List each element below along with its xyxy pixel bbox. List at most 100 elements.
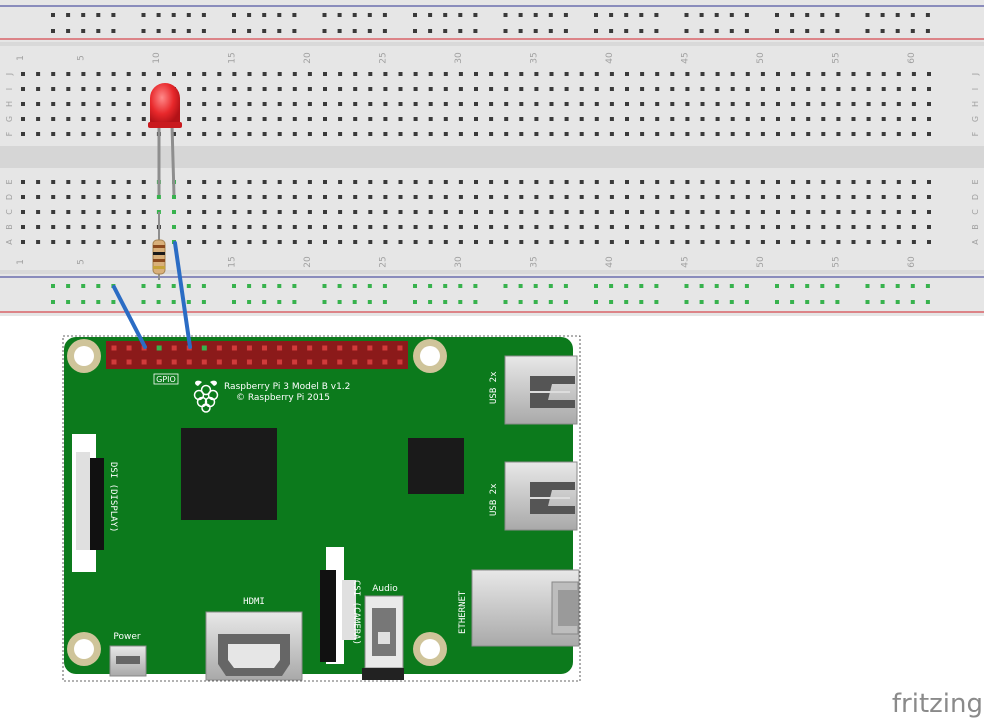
gpio-pin[interactable] [322, 345, 328, 351]
breadboard-hole[interactable] [141, 87, 146, 91]
rail-hole[interactable] [654, 300, 659, 304]
breadboard-hole[interactable] [66, 240, 71, 244]
breadboard-hole[interactable] [821, 87, 826, 91]
breadboard-hole[interactable] [187, 117, 192, 121]
rail-hole[interactable] [111, 13, 116, 17]
rail-hole[interactable] [247, 13, 252, 17]
rail-hole[interactable] [548, 29, 553, 33]
breadboard-hole[interactable] [277, 87, 282, 91]
rail-hole[interactable] [865, 29, 870, 33]
rail-hole[interactable] [880, 284, 885, 288]
breadboard-hole[interactable] [927, 72, 931, 76]
rail-hole[interactable] [458, 300, 463, 304]
rail-hole[interactable] [910, 13, 915, 17]
breadboard-hole[interactable] [338, 132, 343, 136]
breadboard-hole[interactable] [232, 240, 237, 244]
breadboard-hole[interactable] [700, 87, 705, 91]
breadboard-hole[interactable] [594, 210, 599, 214]
breadboard-hole[interactable] [670, 132, 675, 136]
breadboard-hole[interactable] [247, 225, 252, 229]
breadboard-hole[interactable] [881, 102, 886, 106]
breadboard-hole[interactable] [836, 225, 841, 229]
rail-hole[interactable] [790, 29, 795, 33]
breadboard-hole[interactable] [428, 132, 433, 136]
breadboard-hole[interactable] [338, 225, 343, 229]
breadboard-hole[interactable] [564, 87, 569, 91]
rail-hole[interactable] [910, 300, 915, 304]
resistor[interactable] [152, 212, 166, 280]
rail-hole[interactable] [232, 284, 236, 288]
breadboard-hole[interactable] [292, 225, 297, 229]
breadboard-hole[interactable] [413, 210, 418, 214]
gpio-pin[interactable] [246, 359, 252, 365]
breadboard-hole[interactable] [36, 102, 41, 106]
breadboard-hole[interactable] [36, 195, 41, 199]
breadboard-hole[interactable] [564, 132, 569, 136]
breadboard-hole[interactable] [519, 180, 524, 184]
breadboard-hole[interactable] [549, 210, 554, 214]
breadboard-hole[interactable] [292, 117, 297, 121]
breadboard-hole[interactable] [232, 225, 237, 229]
breadboard-hole[interactable] [579, 87, 584, 91]
rail-hole[interactable] [895, 284, 900, 288]
breadboard-hole[interactable] [458, 240, 463, 244]
breadboard-hole[interactable] [504, 195, 509, 199]
breadboard-hole[interactable] [504, 180, 509, 184]
breadboard-hole[interactable] [262, 102, 267, 106]
breadboard-hole[interactable] [51, 210, 56, 214]
breadboard-hole[interactable] [911, 180, 916, 184]
gpio-pin[interactable] [337, 359, 343, 365]
breadboard-hole[interactable] [21, 132, 25, 136]
gpio-pin[interactable] [111, 345, 117, 351]
rail-hole[interactable] [835, 284, 840, 288]
breadboard-hole[interactable] [398, 117, 403, 121]
breadboard-hole[interactable] [776, 210, 780, 214]
breadboard-hole[interactable] [821, 132, 826, 136]
breadboard-hole[interactable] [413, 72, 418, 76]
breadboard-hole[interactable] [625, 87, 629, 91]
breadboard-hole[interactable] [111, 240, 116, 244]
breadboard-hole[interactable] [232, 195, 237, 199]
breadboard-hole[interactable] [700, 195, 705, 199]
rail-hole[interactable] [594, 284, 598, 288]
breadboard-hole[interactable] [504, 225, 509, 229]
breadboard-hole[interactable] [776, 225, 780, 229]
breadboard-hole[interactable] [353, 72, 358, 76]
breadboard-hole[interactable] [896, 117, 901, 121]
breadboard-hole[interactable] [474, 87, 478, 91]
breadboard-hole[interactable] [36, 180, 41, 184]
rail-hole[interactable] [51, 29, 55, 33]
breadboard-hole[interactable] [489, 102, 494, 106]
breadboard-hole[interactable] [836, 195, 841, 199]
breadboard-hole[interactable] [96, 210, 101, 214]
breadboard-hole[interactable] [443, 102, 448, 106]
rail-hole[interactable] [81, 284, 86, 288]
breadboard-hole[interactable] [579, 102, 584, 106]
breadboard-hole[interactable] [323, 240, 327, 244]
breadboard-hole[interactable] [670, 210, 675, 214]
breadboard-hole[interactable] [247, 87, 252, 91]
breadboard-hole[interactable] [277, 225, 282, 229]
breadboard-hole[interactable] [821, 240, 826, 244]
gpio-pin[interactable] [111, 359, 117, 365]
rail-hole[interactable] [548, 284, 553, 288]
breadboard-hole[interactable] [383, 180, 388, 184]
breadboard-hole[interactable] [685, 117, 690, 121]
breadboard-hole[interactable] [292, 132, 297, 136]
breadboard-hole[interactable] [323, 180, 327, 184]
breadboard-hole[interactable] [66, 210, 71, 214]
breadboard-hole[interactable] [292, 195, 297, 199]
breadboard-hole[interactable] [579, 132, 584, 136]
breadboard-hole[interactable] [338, 240, 343, 244]
breadboard-hole[interactable] [579, 210, 584, 214]
breadboard-hole[interactable] [594, 117, 599, 121]
breadboard-hole[interactable] [81, 180, 86, 184]
breadboard-hole[interactable] [579, 225, 584, 229]
breadboard-hole[interactable] [474, 240, 478, 244]
breadboard-hole[interactable] [821, 195, 826, 199]
breadboard-hole[interactable] [896, 195, 901, 199]
breadboard-hole[interactable] [368, 87, 373, 91]
breadboard-hole[interactable] [730, 117, 735, 121]
gpio-pin[interactable] [156, 359, 162, 365]
breadboard-hole[interactable] [232, 132, 237, 136]
